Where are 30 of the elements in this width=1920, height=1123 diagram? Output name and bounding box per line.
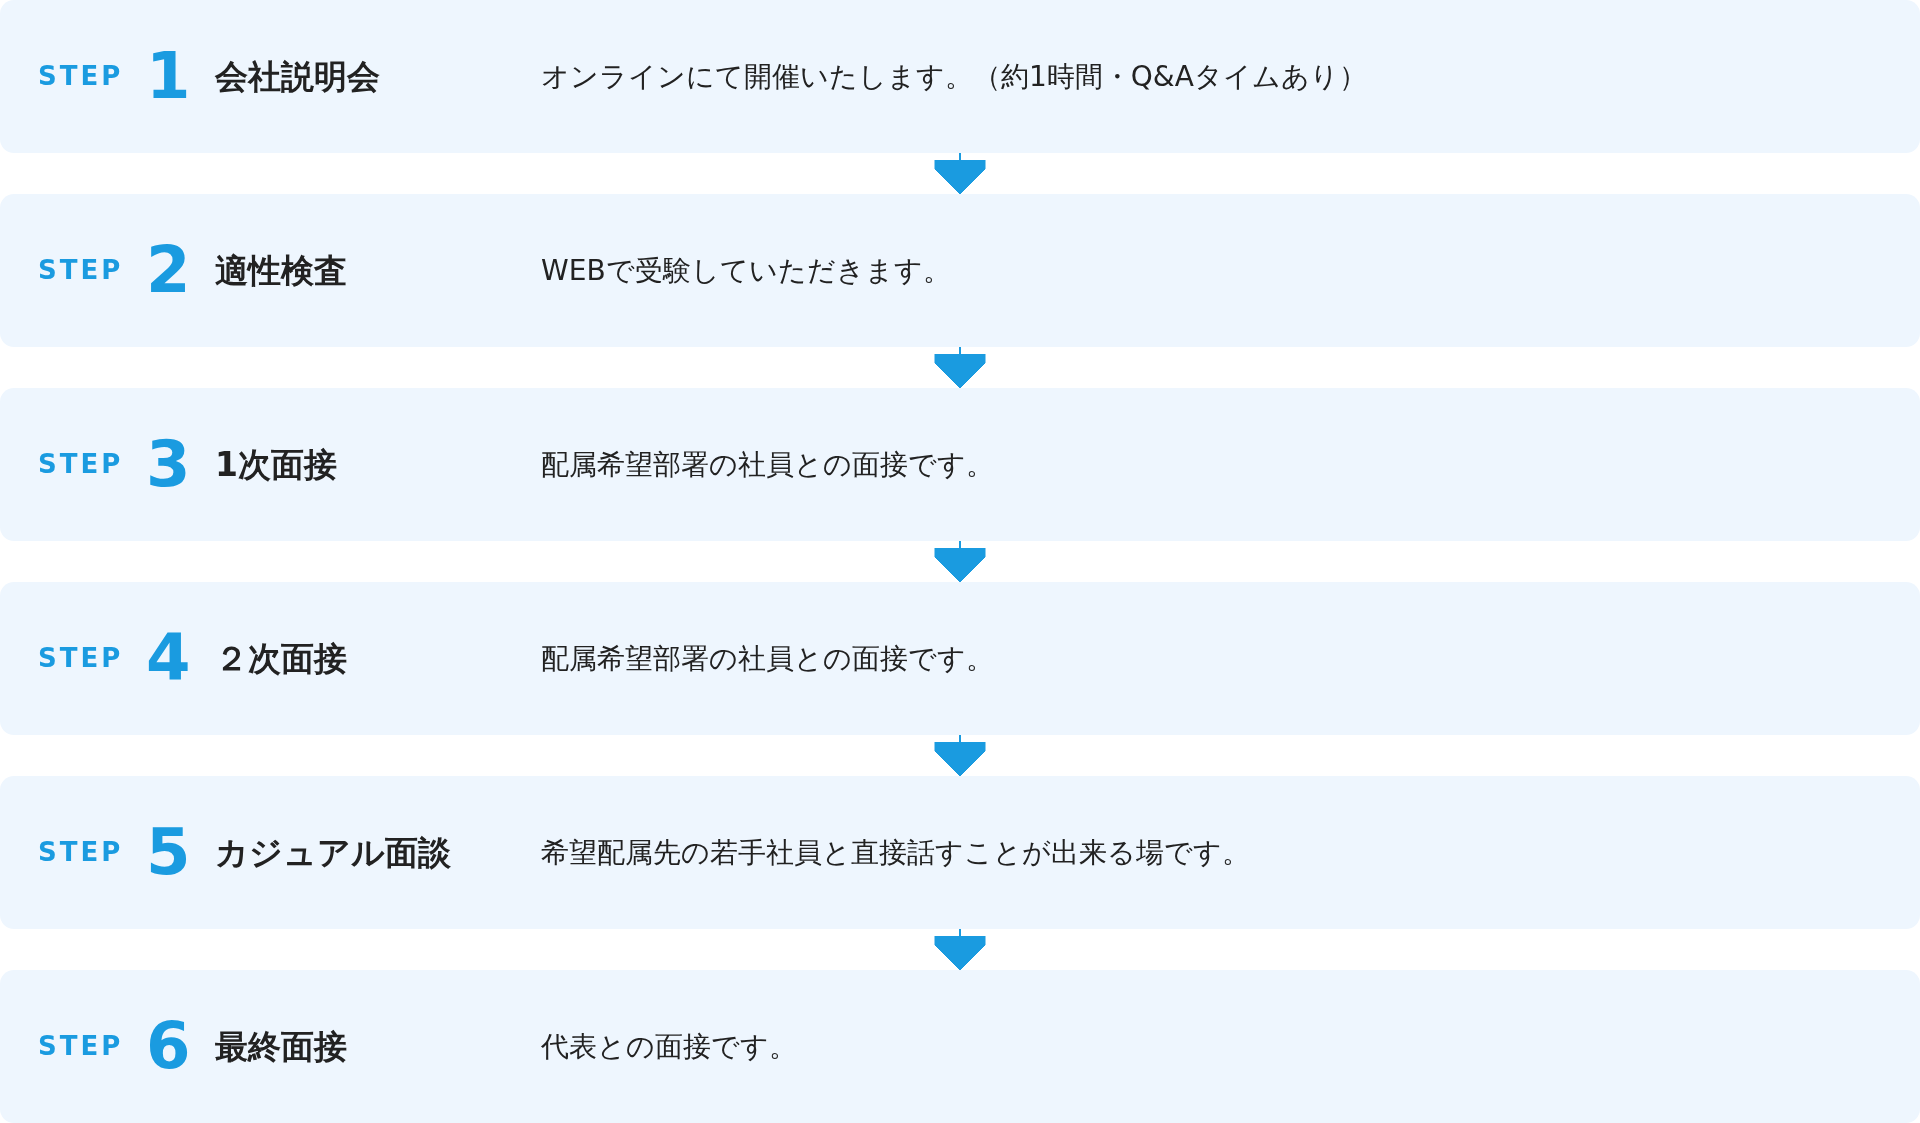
step-card — [0, 970, 1920, 1123]
step-card — [0, 0, 1920, 153]
step-number: 5 — [146, 816, 191, 888]
step-label: STEP — [38, 642, 124, 674]
step-card — [0, 582, 1920, 735]
step-number: 6 — [146, 1010, 191, 1082]
step-label: STEP — [38, 254, 124, 286]
step-title: 1次面接 — [215, 444, 337, 486]
step-title: 会社説明会 — [215, 56, 380, 98]
step-label: STEP — [38, 836, 124, 868]
step-number: 4 — [146, 622, 191, 694]
step-card — [0, 194, 1920, 347]
step-description: 希望配属先の若手社員と直接話すことが出来る場です。 — [541, 835, 1250, 871]
step-card — [0, 388, 1920, 541]
step-description: 配属希望部署の社員との面接です。 — [541, 447, 994, 483]
step-description: オンラインにて開催いたします。（約1時間・Q&Aタイムあり） — [541, 59, 1367, 95]
step-label: STEP — [38, 1030, 124, 1062]
step-label: STEP — [38, 60, 124, 92]
step-label: STEP — [38, 448, 124, 480]
step-number: 3 — [146, 428, 191, 500]
step-title: カジュアル面談 — [215, 832, 451, 874]
step-number: 1 — [146, 40, 191, 112]
step-title: ２次面接 — [215, 638, 347, 680]
step-description: 代表との面接です。 — [541, 1029, 797, 1065]
step-title: 適性検査 — [215, 250, 347, 292]
step-description: 配属希望部署の社員との面接です。 — [541, 641, 994, 677]
step-number: 2 — [146, 234, 191, 306]
step-card — [0, 776, 1920, 929]
step-title: 最終面接 — [215, 1026, 347, 1068]
step-description: WEBで受験していただきます。 — [541, 253, 951, 289]
